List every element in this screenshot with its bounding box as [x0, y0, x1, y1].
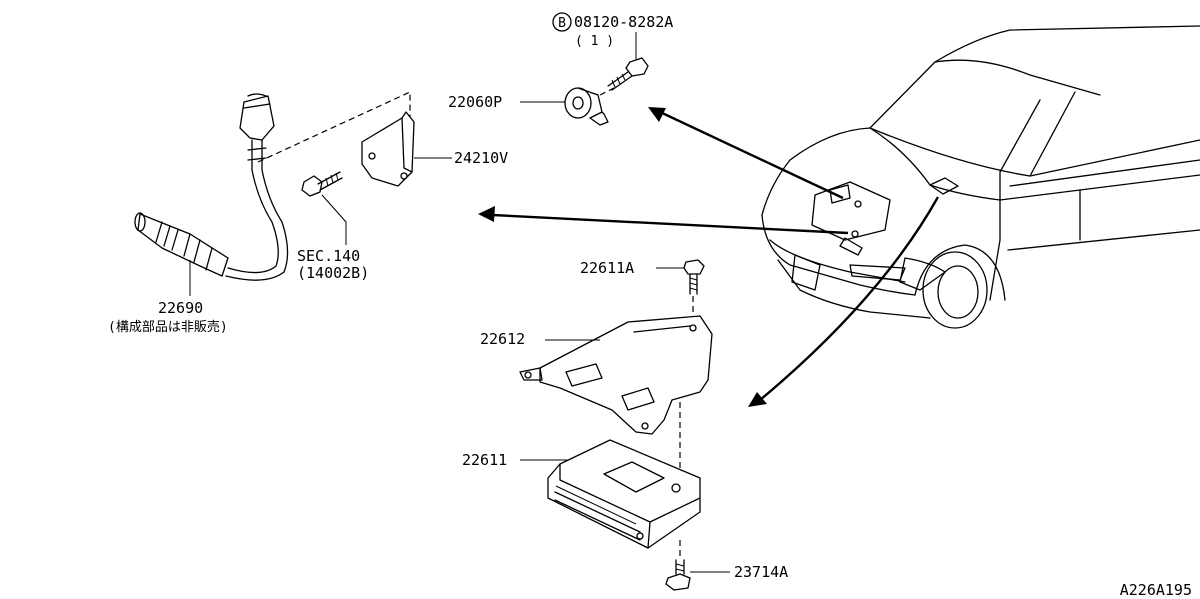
lower-bolt: [665, 559, 691, 591]
sec-ref-sub-label: (14002B): [297, 264, 369, 282]
control-unit-label: 22611: [462, 451, 507, 469]
control-unit-bracket: [539, 315, 713, 435]
bracket-bolt: [301, 171, 343, 197]
bracket-label: 24210V: [454, 149, 508, 167]
o2-sensor-label: 22690: [158, 299, 203, 317]
bolt-marker-circle: [552, 12, 572, 32]
drawing-id: A226A195: [1120, 581, 1192, 599]
o2-connector: [239, 95, 275, 141]
bolt-marker: B: [558, 16, 566, 31]
knock-sensor-label: 22060P: [448, 93, 502, 111]
lower-bolt-label: 23714A: [734, 563, 788, 581]
control-bolt-label: 22611A: [580, 259, 634, 277]
control-unit: [547, 439, 701, 549]
control-unit-bolt: [683, 259, 705, 295]
bolt-qty-label: ( 1 ): [575, 34, 614, 49]
knock-sensor-bolt: [607, 57, 649, 91]
knock-sensor: [564, 87, 615, 126]
bolt-code-label: 08120-8282A: [574, 13, 673, 31]
vehicle-illustration: [761, 25, 1200, 329]
arrow-o2-sensor: [491, 213, 849, 235]
arrow-control-unit: [759, 196, 940, 401]
location-arrows: [478, 107, 940, 407]
o2-sensor-group: 22690 (構成部品は非販売): [108, 93, 289, 335]
knock-sensor-group: B 08120-8282A ( 1 ) 22060P: [448, 12, 673, 126]
control-bracket-label: 22612: [480, 330, 525, 348]
sec-ref-label: SEC.140: [297, 247, 360, 265]
bracket-group: 24210V SEC.140 (14002B): [257, 91, 508, 282]
arrow-knock-sensor: [659, 110, 844, 200]
o2-note-label: (構成部品は非販売): [108, 319, 228, 335]
control-unit-group: 22611A 22612 22611: [462, 259, 788, 591]
o2-sensor: [137, 213, 229, 277]
